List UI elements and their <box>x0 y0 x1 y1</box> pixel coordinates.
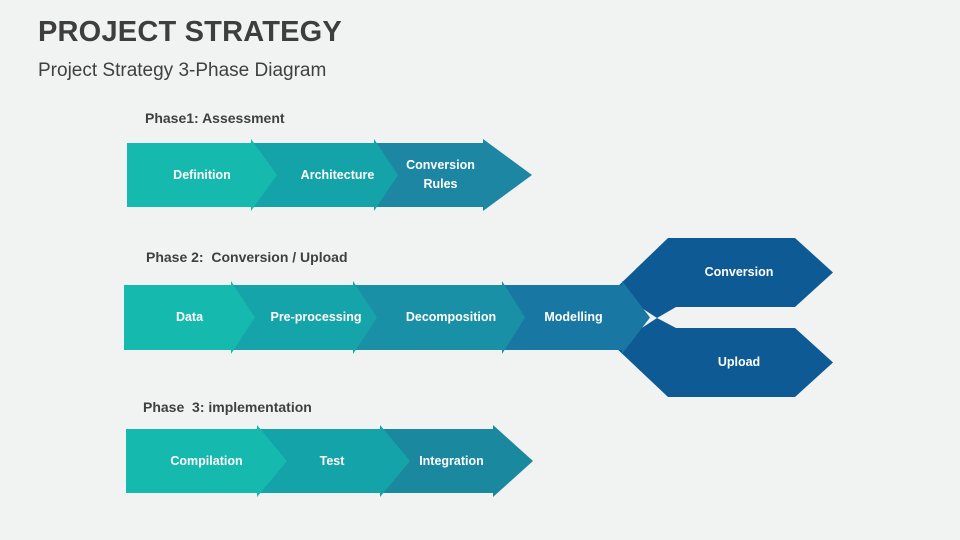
arrow-segment <box>251 139 398 211</box>
slide-subtitle: Project Strategy 3-Phase Diagram <box>38 60 327 81</box>
segment-label: Definition <box>173 167 231 182</box>
branch-arrow-upload <box>614 318 833 397</box>
arrow-segment <box>231 281 377 354</box>
branch-label: Upload <box>717 355 761 370</box>
arrow-segment <box>127 139 277 211</box>
slide-title: PROJECT STRATEGY <box>38 16 342 48</box>
arrow-segment <box>353 281 525 354</box>
segment-label: Data <box>175 310 204 325</box>
segment-label: Decomposition <box>405 310 497 325</box>
segment-label: Test <box>319 453 345 468</box>
branch-arrow-conversion <box>614 238 833 318</box>
arrow-segment <box>380 425 533 497</box>
arrow-segment <box>124 281 255 354</box>
arrow-segment <box>374 139 532 211</box>
segment-label: Compilation <box>170 453 243 468</box>
segment-label: Conversion Rules <box>406 158 475 191</box>
segment-label: Modelling <box>544 310 603 325</box>
phase-3-label: Phase 3: implementation <box>143 399 312 415</box>
segment-label: Integration <box>419 453 484 468</box>
segment-label: Pre-processing <box>270 310 362 325</box>
phase-1-label: Phase1: Assessment <box>145 110 285 126</box>
branch-label: Conversion <box>704 265 774 280</box>
phase-2-label: Phase 2: Conversion / Upload <box>146 249 348 265</box>
segment-label: Architecture <box>300 167 375 182</box>
arrow-segment <box>257 425 410 497</box>
arrow-segment <box>502 281 650 354</box>
arrow-segment <box>126 425 287 497</box>
